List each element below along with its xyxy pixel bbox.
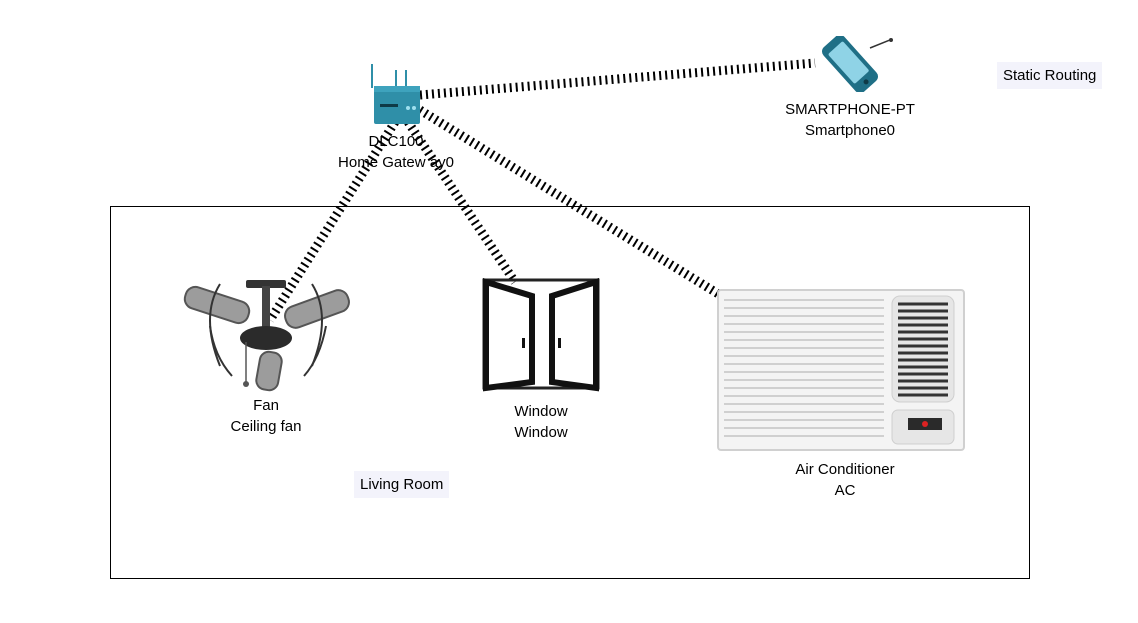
fan-label: Fan Ceiling fan [231,395,302,437]
smartphone-icon [821,34,893,94]
home-gateway-icon [371,64,420,124]
smartphone-label: SMARTPHONE-PT Smartphone0 [785,99,915,141]
ac-label: Air Conditioner AC [795,459,894,501]
fan-model: Fan [253,397,279,414]
window-label: Window Window [514,401,567,443]
wireless-links [266,58,816,323]
ceiling-fan-icon [183,280,350,392]
smartphone-model: SMARTPHONE-PT [785,101,915,118]
air-conditioner-icon [717,289,965,451]
ac-model: Air Conditioner [795,461,895,478]
living-room-area[interactable] [110,206,1030,579]
static-routing-note[interactable]: Static Routing [997,62,1103,89]
gateway-model: DLC100 [368,133,424,150]
gateway-name: Home Gatew ay0 [338,154,454,171]
smartphone-device[interactable] [810,34,896,94]
window-name: Window [514,424,568,441]
smartphone-name: Smartphone0 [804,122,896,139]
window-device[interactable] [482,277,602,392]
ac-name: AC [834,482,856,499]
fan-name: Ceiling fan [230,418,302,435]
window-model: Window [514,403,568,420]
link-gateway-smartphone[interactable] [419,58,816,100]
living-room-note[interactable]: Living Room [354,471,450,498]
window-icon [482,277,600,392]
link-gateway-window[interactable] [404,119,519,285]
air-conditioner-device[interactable] [716,288,968,454]
gateway-label: DLC100 Home Gatew ay0 [338,131,454,173]
ceiling-fan-device[interactable] [180,276,352,392]
home-gateway-device[interactable] [366,64,426,130]
